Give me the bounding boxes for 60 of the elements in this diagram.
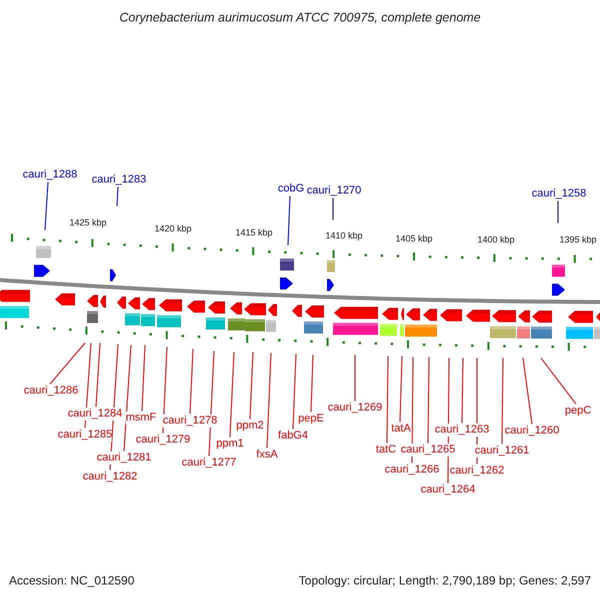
- leader-line: [190, 348, 194, 414]
- scale-label: 1395 kbp: [559, 234, 597, 246]
- accession-text: Accession: NC_012590: [9, 574, 134, 588]
- gene-label: cauri_1258: [532, 188, 586, 200]
- leader-line: [50, 342, 86, 384]
- gene-label: cauri_1263: [434, 424, 490, 436]
- leader-line: [292, 354, 296, 430]
- leader-line: [462, 358, 464, 424]
- scale-label: 1415 kbp: [235, 226, 273, 240]
- scale-label: 1405 kbp: [395, 232, 433, 246]
- scale-label: 1420 kbp: [154, 222, 192, 236]
- leader-line: [540, 358, 576, 404]
- gene-label: cauri_1279: [136, 434, 190, 446]
- gene-label: pepE: [298, 412, 324, 426]
- genome-stats-text: Topology: circular; Length: 2,790,189 bp; Genes: 2,597: [298, 574, 591, 588]
- gene-label: cauri_1283: [92, 174, 146, 186]
- leader-line: [522, 358, 532, 424]
- leader-line: [332, 198, 334, 220]
- gene-label: cauri_1262: [450, 464, 504, 478]
- gene-label: cauri_1285: [58, 428, 112, 442]
- leader-line: [142, 344, 146, 412]
- gene-label: msmF: [126, 412, 156, 424]
- gene-label: cauri_1265: [400, 444, 456, 456]
- leader-line: [250, 352, 254, 420]
- leader-line: [386, 356, 388, 444]
- leader-line: [266, 352, 272, 448]
- leader-line: [84, 342, 92, 428]
- scale-label: 1425 kbp: [69, 216, 107, 230]
- leader-line: [230, 352, 234, 438]
- gene-label: cauri_1286: [24, 384, 78, 398]
- gene-label: cauri_1270: [306, 184, 362, 198]
- gene-label: cauri_1260: [504, 424, 560, 438]
- leader-line: [502, 358, 504, 444]
- leader-line: [116, 186, 118, 206]
- gene-label: cauri_1288: [22, 168, 78, 182]
- scale-label: 1400 kbp: [477, 234, 515, 246]
- leader-line: [208, 350, 214, 456]
- title: Corynebacterium aurimucosum ATCC 700975, complete genome: [119, 12, 481, 24]
- leader-line: [412, 356, 414, 464]
- scale-label: 1410 kbp: [325, 230, 363, 242]
- gene-label: cauri_1278: [162, 414, 218, 428]
- gene-label: cauri_1284: [68, 408, 122, 420]
- gene-label: cauri_1281: [96, 452, 152, 464]
- gene-label: cauri_1264: [420, 484, 476, 496]
- leader-line: [288, 196, 290, 246]
- gene-label: ppm1: [216, 438, 244, 450]
- leader-line: [400, 356, 402, 422]
- leader-line: [44, 182, 48, 230]
- gene-label: cauri_1269: [328, 402, 382, 414]
- gene-label: cauri_1261: [474, 444, 530, 458]
- leader-line: [428, 356, 430, 444]
- gene-label: cauri_1266: [384, 464, 440, 476]
- leader-line: [354, 354, 356, 402]
- leader-line: [96, 342, 100, 408]
- gene-label: ppm2: [236, 420, 264, 432]
- leader-line: [124, 344, 132, 452]
- leader-line: [310, 354, 314, 412]
- gene-label: cauri_1277: [182, 456, 236, 470]
- gene-label: cauri_1282: [82, 470, 138, 484]
- gene-label: pepC: [564, 404, 592, 418]
